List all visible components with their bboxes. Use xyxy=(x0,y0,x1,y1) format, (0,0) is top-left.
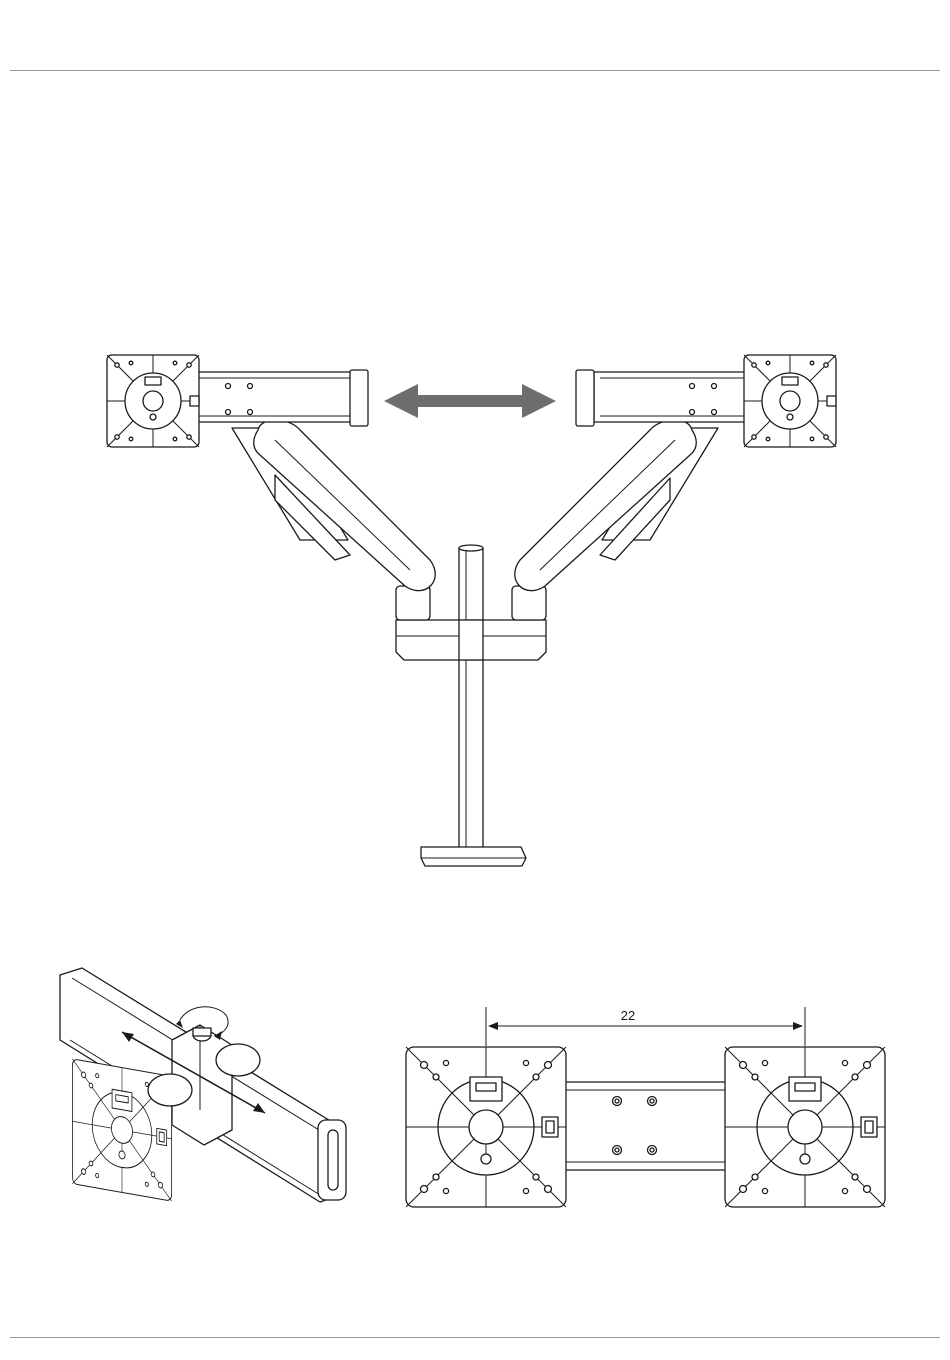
right-bar xyxy=(576,370,754,426)
right-vesa-plate-detail xyxy=(725,1047,885,1207)
left-vesa-plate-detail xyxy=(406,1047,566,1207)
left-arm xyxy=(232,420,435,591)
arm-bar-rotation-detail xyxy=(60,968,346,1202)
right-vesa-plate xyxy=(744,355,836,447)
slide-double-arrow xyxy=(384,384,556,418)
left-vesa-plate xyxy=(107,355,199,447)
right-arm xyxy=(515,420,718,591)
dual-monitor-arm-front-view xyxy=(107,355,836,866)
left-bar xyxy=(196,370,368,426)
pole xyxy=(421,545,526,866)
dimension-line: 22 xyxy=(486,1007,805,1046)
dimension-label: 22 xyxy=(621,1008,635,1023)
vesa-plate-spacing-detail: 22 xyxy=(406,1007,885,1207)
